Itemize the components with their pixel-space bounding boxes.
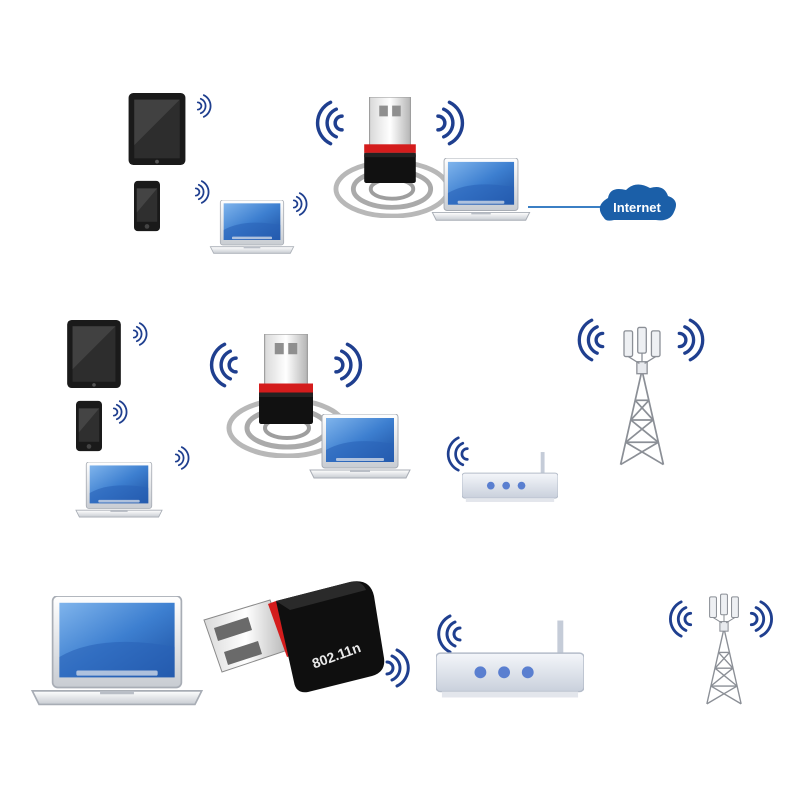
wifi-signal-icon [112, 400, 128, 424]
wifi-signal-icon [668, 600, 693, 638]
laptop-icon [75, 462, 163, 518]
wifi-signal-icon [437, 614, 462, 654]
internet-cloud: Internet [599, 184, 676, 221]
wifi-signal-icon [209, 342, 238, 388]
usb-wifi-adapter-icon [364, 97, 416, 183]
wifi-signal-icon [577, 318, 605, 362]
usb-wifi-adapter-icon [259, 334, 313, 424]
tablet-icon [67, 320, 121, 388]
wifi-signal-icon [315, 100, 344, 146]
smartphone-icon [134, 180, 160, 232]
row-2 [67, 318, 705, 518]
wifi-signal-icon [196, 94, 212, 118]
tablet-icon [128, 93, 186, 165]
row-3: 802.11n [31, 581, 774, 706]
laptop-icon [209, 200, 295, 254]
wifi-signal-icon [385, 648, 410, 688]
row-1: Internet [128, 93, 676, 254]
usb-wifi-adapter-large: 802.11n [203, 581, 385, 693]
laptop-icon [309, 414, 411, 479]
wifi-signal-icon [446, 436, 469, 472]
wireless-router-icon [436, 619, 584, 699]
smartphone-icon [76, 400, 102, 452]
internet-label: Internet [613, 200, 661, 215]
wifi-signal-icon [174, 446, 190, 470]
wifi-signal-icon [436, 100, 465, 146]
cell-tower-icon [706, 593, 742, 705]
wifi-signal-icon [677, 318, 705, 362]
wifi-signal-icon [132, 322, 148, 346]
wifi-signal-icon [749, 600, 774, 638]
wifi-signal-icon [292, 192, 308, 216]
laptop-icon [431, 158, 531, 221]
laptop-icon [31, 596, 203, 706]
cell-tower-icon [619, 326, 665, 466]
wifi-signal-icon [194, 180, 210, 204]
wireless-router-icon [462, 452, 558, 502]
wifi-signal-icon [334, 342, 363, 388]
